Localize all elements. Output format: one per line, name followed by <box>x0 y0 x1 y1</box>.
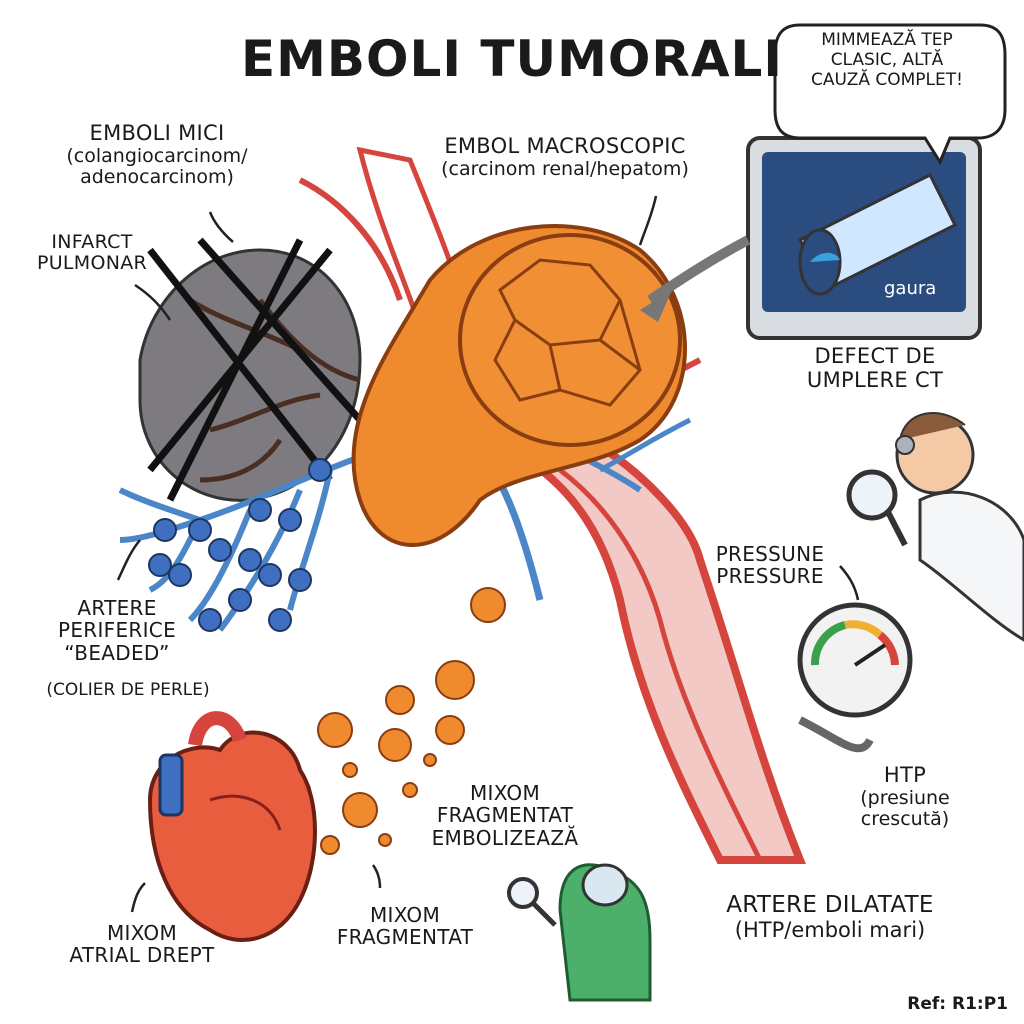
ct-arrowhead <box>640 290 672 322</box>
bead <box>228 588 252 612</box>
embolus-fragment <box>435 715 465 745</box>
htp-sub-2: crescută) <box>860 807 950 830</box>
artere-periferice-line: PERIFERICE <box>57 618 177 643</box>
mixom-atrial-line: MIXOM <box>106 921 178 945</box>
artere-periferice-line: ARTERE <box>77 596 157 620</box>
mixom-embolizeaza-line: FRAGMENTAT <box>436 803 574 828</box>
label-colier: (COLIER DE PERLE) <box>46 680 210 700</box>
label-mixom-atrial: MIXOM ATRIAL DREPT <box>52 922 232 967</box>
bead <box>208 538 232 562</box>
artere-dilatate-title: ARTERE DILATATE <box>726 892 934 918</box>
green-figure <box>507 863 652 1002</box>
mixom-atrial-line: ATRIAL DREPT <box>69 943 215 968</box>
htp-sub-1: (presiune <box>860 786 950 809</box>
macroscopic-tumor-embolus <box>351 224 687 547</box>
ct-arrow <box>647 235 751 305</box>
pulmonary-infarct <box>138 237 363 502</box>
artere-periferice-line: “BEADED” <box>64 640 170 665</box>
beaded-peripheral-arteries <box>118 447 381 632</box>
embolus-fragment <box>470 587 506 623</box>
embol-macroscopic-title: EMBOL MACROSCOPIC <box>444 134 686 158</box>
speech-line: CAUZĂ COMPLET! <box>811 70 963 91</box>
bead <box>198 608 222 632</box>
label-ct-defect: DEFECT DE UMPLERE CT <box>770 344 980 392</box>
embolus-fragment <box>342 762 358 778</box>
infarct-line: INFARCT <box>51 231 133 253</box>
speech-bubble-shape <box>773 23 1007 166</box>
embolus-fragment <box>423 753 437 767</box>
embolus-fragment <box>342 792 378 828</box>
pointer-arrows <box>116 195 860 913</box>
page-title: EMBOLI TUMORALI <box>240 30 784 88</box>
emboli-mici-title: EMBOLI MICI <box>89 121 225 145</box>
speech-line: MIMMEAZĂ TEP <box>821 30 953 50</box>
pressure-line: PRESSURE <box>716 564 824 589</box>
mixom-fragmentat-line: FRAGMENTAT <box>336 925 474 950</box>
embolus-fragment <box>385 685 415 715</box>
label-mixom-fragmentat: MIXOM FRAGMENTAT <box>330 904 480 949</box>
artere-dilatate-sub: (HTP/emboli mari) <box>734 917 926 942</box>
label-artere-periferice: ARTERE PERIFERICE “BEADED” <box>22 596 212 665</box>
embolus-fragment <box>402 782 418 798</box>
bead-group <box>148 458 332 632</box>
bead <box>288 568 312 592</box>
label-ct-hole: gaura <box>884 278 937 299</box>
label-embol-macroscopic: EMBOL MACROSCOPIC (carcinom renal/hepato… <box>410 134 720 180</box>
bead <box>268 608 292 632</box>
embolus-fragment <box>378 833 392 847</box>
bead <box>278 508 302 532</box>
emboli-mici-sub-1: (colangiocarcinom/ <box>66 144 248 167</box>
pressure-gauge <box>797 602 913 753</box>
doctor-figure <box>846 412 1024 642</box>
bead <box>153 518 177 542</box>
ct-defect-line: DEFECT DE <box>814 344 936 368</box>
htp-title: HTP <box>883 763 927 787</box>
bead <box>308 458 332 482</box>
mixom-embolizeaza-line: EMBOLIZEAZĂ <box>431 825 579 850</box>
label-emboli-mici: EMBOLI MICI (colangiocarcinom/ adenocarc… <box>52 121 262 188</box>
mixom-embolizeaza-line: MIXOM <box>469 781 541 805</box>
label-pressure: PRESSUNE PRESSURE <box>700 543 840 588</box>
bead <box>168 563 192 587</box>
label-mixom-embolizeaza: MIXOM FRAGMENTAT EMBOLIZEAZĂ <box>420 781 590 850</box>
embolus-fragment <box>320 835 340 855</box>
ct-defect-line: UMPLERE CT <box>806 367 944 392</box>
infarct-line: PULMONAR <box>36 252 148 275</box>
bead <box>248 498 272 522</box>
embolus-fragment <box>378 728 412 762</box>
label-artere-dilatate: ARTERE DILATATE (HTP/emboli mari) <box>700 892 960 942</box>
reference-label: Ref: R1:P1 <box>907 994 1008 1014</box>
emboli-mici-sub-2: adenocarcinom) <box>80 165 234 188</box>
embolus-fragment <box>435 660 475 700</box>
heart-illustration <box>147 711 317 942</box>
embol-macroscopic-sub: (carcinom renal/hepatom) <box>441 157 689 180</box>
label-htp: HTP (presiune crescută) <box>830 763 980 830</box>
bead <box>258 563 282 587</box>
speech-line: CLASIC, ALTĂ <box>830 50 944 71</box>
bead <box>238 548 262 572</box>
mixom-fragmentat-line: MIXOM <box>369 903 441 927</box>
bead <box>148 553 172 577</box>
label-infarct: INFARCT PULMONAR <box>22 231 162 275</box>
embolus-fragment <box>317 712 353 748</box>
pressure-line: PRESSUNE <box>715 542 825 566</box>
bead <box>188 518 212 542</box>
speech-bubble-text: MIMMEAZĂ TEP CLASIC, ALTĂ CAUZĂ COMPLET! <box>782 30 992 135</box>
ct-monitor <box>746 136 982 340</box>
